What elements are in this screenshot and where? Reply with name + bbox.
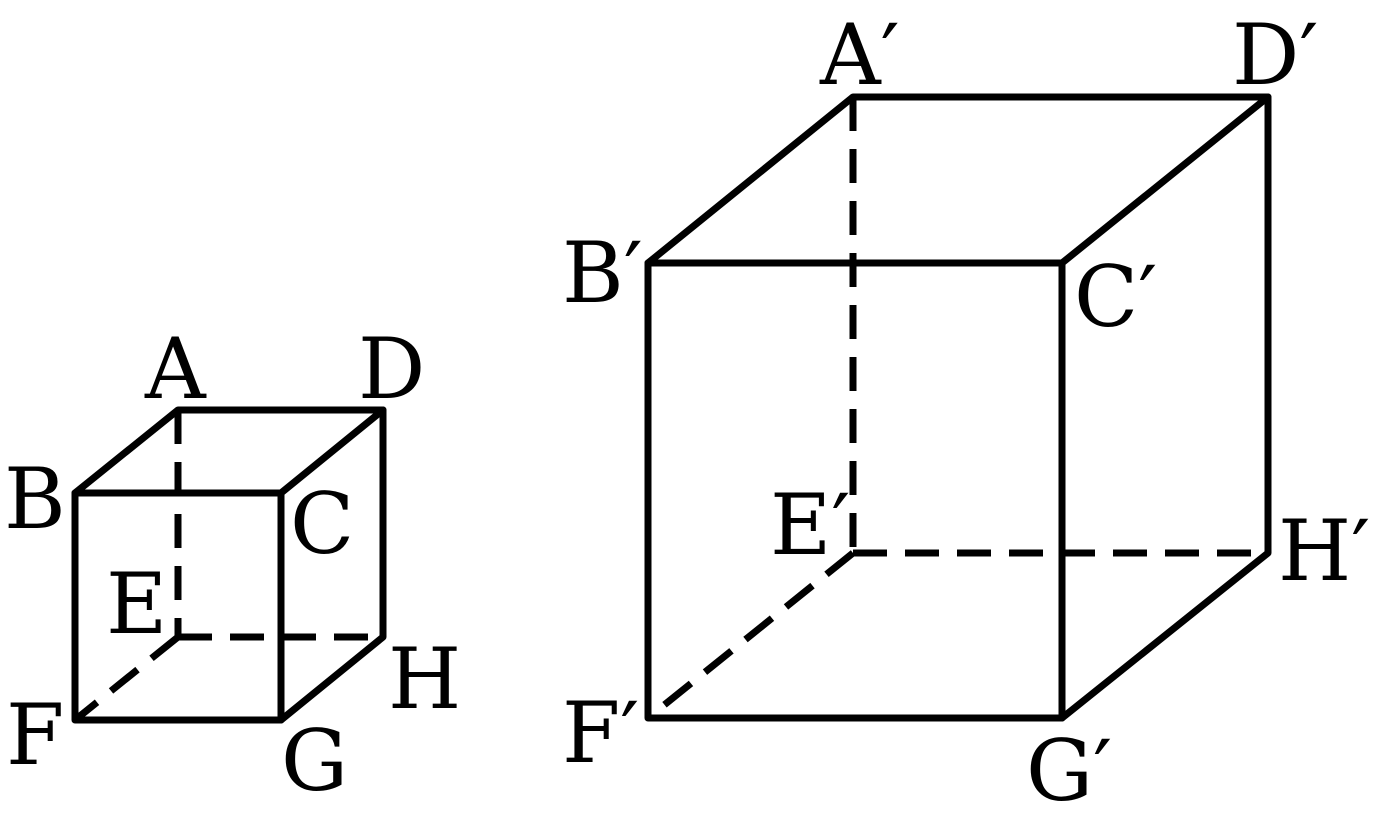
small-vertex-label-F: F — [6, 686, 64, 784]
large-right-back-edges — [1058, 93, 1272, 722]
large-vertex-label-D: D′ — [1232, 6, 1318, 104]
small-edge-EF — [72, 634, 181, 723]
large-vertex-label-G: G′ — [1026, 722, 1112, 820]
small-vertex-label-G: G — [281, 712, 348, 810]
small-vertex-label-H: H — [388, 630, 461, 728]
small-vertex-label-E: E — [106, 555, 167, 653]
large-vertex-label-F: F′ — [562, 684, 639, 782]
small-top-back-edges — [71, 406, 387, 497]
large-cube: A′ D′ B′ C′ E′ H′ F′ G′ — [562, 6, 1370, 820]
small-vertex-label-A: A — [144, 320, 207, 418]
large-edge-EF — [645, 550, 856, 721]
small-vertex-label-D: D — [358, 320, 425, 418]
large-vertex-label-B: B′ — [562, 224, 643, 322]
small-vertex-label-B: B — [4, 450, 66, 548]
large-top-back-edges — [644, 93, 1272, 267]
small-right-back-edges — [277, 406, 387, 724]
large-vertex-label-H: H′ — [1278, 502, 1370, 600]
small-vertex-label-C: C — [290, 475, 354, 573]
small-cube: A D B C E H F G — [4, 320, 461, 810]
large-vertex-label-E: E′ — [770, 476, 850, 574]
large-vertex-label-C: C′ — [1074, 248, 1157, 346]
large-vertex-label-A: A′ — [819, 6, 900, 104]
